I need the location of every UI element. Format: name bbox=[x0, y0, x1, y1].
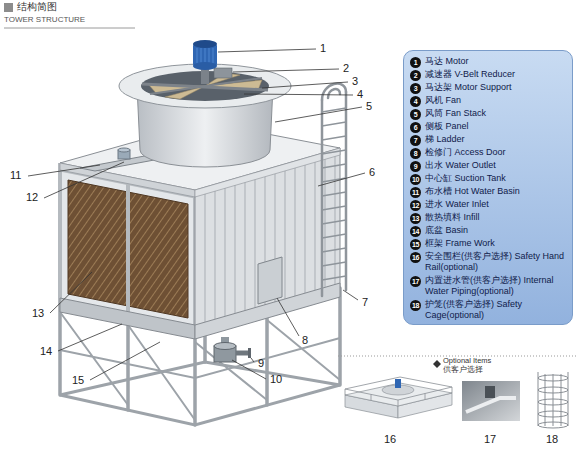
badge-number: 4 bbox=[410, 96, 421, 107]
callout-number: 1 bbox=[320, 42, 326, 55]
callout-number: 8 bbox=[302, 334, 308, 347]
badge-number: 2 bbox=[410, 70, 421, 81]
number-badge: 15 bbox=[410, 239, 421, 250]
number-badge: 10 bbox=[410, 174, 421, 185]
number-badge: 7 bbox=[410, 135, 421, 146]
key-item-text: 侧板 Panel bbox=[425, 121, 570, 132]
badge-number: 12 bbox=[410, 200, 421, 211]
key-item-text: 内置进水管(供客户选择) Internal Water Piping(optio… bbox=[425, 275, 570, 297]
badge-number: 9 bbox=[410, 161, 421, 172]
callout-number: 4 bbox=[357, 88, 363, 101]
note-text: Optional Items bbox=[443, 357, 491, 366]
number-badge: 5 bbox=[410, 109, 421, 120]
key-item-text: 马达架 Motor Support bbox=[425, 82, 570, 93]
callout-number: 17 bbox=[484, 433, 496, 446]
number-badge: 9 bbox=[410, 161, 421, 172]
key-item-text: 梯 Ladder bbox=[425, 134, 570, 145]
badge-number: 3 bbox=[410, 83, 421, 94]
key-item-text: 出水 Water Outlet bbox=[425, 160, 570, 171]
key-item-text: 护笼(供客户选择) Safety Cage(optional) bbox=[425, 299, 570, 321]
number-badge: 3 bbox=[410, 83, 421, 94]
note-text: 供客户选择 bbox=[443, 366, 483, 375]
callout-number: 9 bbox=[258, 357, 264, 370]
number-badge: 18 bbox=[410, 300, 421, 311]
number-badge: 8 bbox=[410, 148, 421, 159]
badge-number: 18 bbox=[410, 300, 421, 311]
number-badge: 17 bbox=[410, 276, 421, 287]
number-badge: 14 bbox=[410, 226, 421, 237]
callout-number: 2 bbox=[343, 62, 349, 75]
key-item-text: 风筒 Fan Stack bbox=[425, 108, 570, 119]
key-item-text: 散热填料 Infill bbox=[425, 212, 570, 223]
key-item-text: 框架 Frame Work bbox=[425, 238, 570, 249]
badge-number: 7 bbox=[410, 135, 421, 146]
callout-number: 10 bbox=[270, 373, 282, 386]
callout-number: 13 bbox=[32, 307, 44, 320]
callout-number: 11 bbox=[10, 169, 21, 182]
badge-number: 10 bbox=[410, 174, 421, 185]
badge-number: 13 bbox=[410, 213, 421, 224]
badge-number: 8 bbox=[410, 148, 421, 159]
key-item-text: 减速器 V-Belt Reducer bbox=[425, 69, 570, 80]
number-badge: 4 bbox=[410, 96, 421, 107]
number-badge: 11 bbox=[410, 187, 421, 198]
badge-number: 14 bbox=[410, 226, 421, 237]
callout-number: 16 bbox=[384, 433, 396, 446]
number-badge: 6 bbox=[410, 122, 421, 133]
key-item-text: 马达 Motor bbox=[425, 56, 570, 67]
optional-cage bbox=[538, 372, 568, 428]
badge-number: 6 bbox=[410, 122, 421, 133]
badge-number: 5 bbox=[410, 109, 421, 120]
optional-rail bbox=[345, 377, 452, 418]
badge-number: 16 bbox=[410, 252, 421, 263]
callout-number: 18 bbox=[546, 433, 558, 446]
callout-number: 3 bbox=[352, 75, 358, 88]
key-item-text: 风机 Fan bbox=[425, 95, 570, 106]
number-badge: 12 bbox=[410, 200, 421, 211]
key-item-text: 检修门 Access Door bbox=[425, 147, 570, 158]
key-panel: 马达 Motor 减速器 V-Belt Reducer 马达架 Motor Supp… bbox=[403, 50, 573, 325]
number-badge: 16 bbox=[410, 252, 421, 263]
callout-number: 14 bbox=[40, 345, 52, 358]
callout-number: 5 bbox=[366, 100, 372, 113]
subtitle-text: TOWER STRUCTURE bbox=[4, 15, 85, 24]
key-item-text: 底盆 Basin bbox=[425, 225, 570, 236]
key-item-text: 安全围栏(供客户选择) Safety Hand Rail(optional) bbox=[425, 251, 570, 273]
optional-piping bbox=[462, 381, 520, 421]
number-badge: 13 bbox=[410, 213, 421, 224]
callout-number: 15 bbox=[72, 374, 84, 387]
title-text: 结构简图 bbox=[17, 1, 57, 13]
key-item-text: 布水槽 Hot Water Basin bbox=[425, 186, 570, 197]
key-item-text: 进水 Water Inlet bbox=[425, 199, 570, 210]
badge-number: 1 bbox=[410, 57, 421, 68]
key-item-text: 中心缸 Suction Tank bbox=[425, 173, 570, 184]
callout-number: 7 bbox=[362, 296, 368, 309]
badge-number: 15 bbox=[410, 239, 421, 250]
number-badge: 2 bbox=[410, 70, 421, 81]
badge-number: 11 bbox=[410, 187, 421, 198]
number-badge: 1 bbox=[410, 57, 421, 68]
callout-number: 12 bbox=[26, 191, 38, 204]
callout-number: 6 bbox=[369, 166, 375, 179]
badge-number: 17 bbox=[410, 276, 421, 287]
